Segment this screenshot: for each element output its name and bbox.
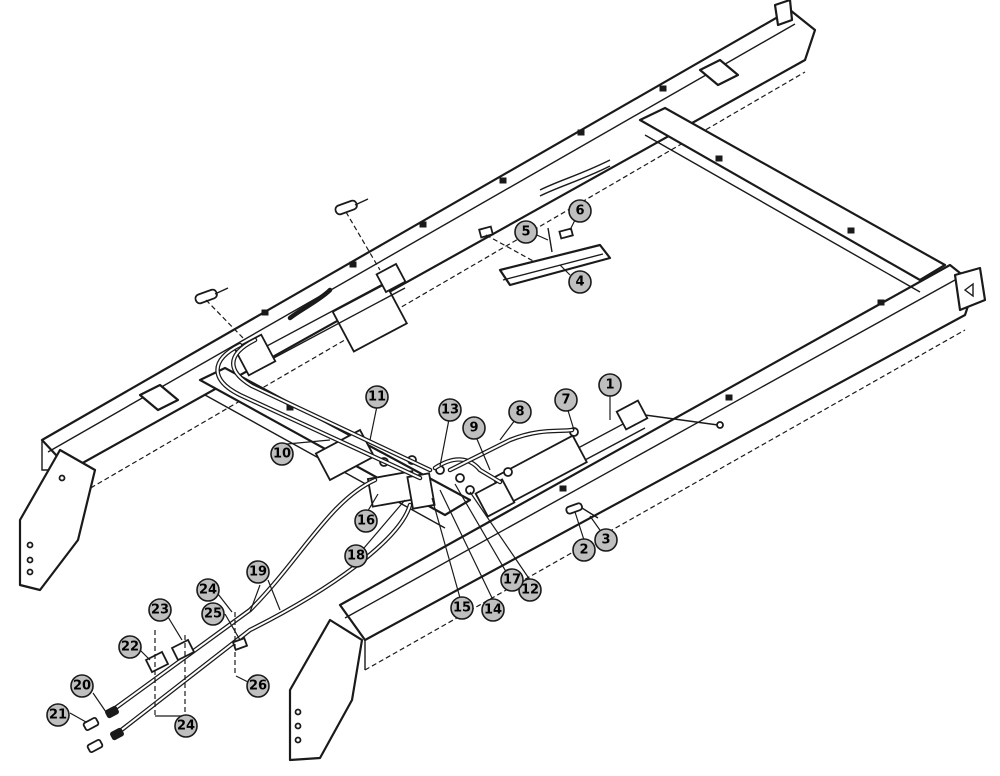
- svg-text:15: 15: [453, 601, 471, 616]
- callout-15: 15: [450, 596, 474, 620]
- svg-text:26: 26: [249, 679, 267, 694]
- svg-text:11: 11: [368, 390, 386, 405]
- svg-text:3: 3: [601, 533, 610, 548]
- callout-19: 19: [246, 560, 270, 584]
- svg-text:5: 5: [521, 225, 530, 240]
- svg-text:22: 22: [121, 640, 139, 655]
- svg-text:10: 10: [273, 447, 291, 462]
- svg-text:23: 23: [151, 603, 169, 618]
- callouts: 1 2 3 4 5 6 7 8 9 10 11 12 13 14 15 16 1…: [46, 199, 622, 738]
- callout-22: 22: [118, 635, 142, 659]
- callout-1: 1: [598, 373, 622, 397]
- svg-text:16: 16: [357, 514, 375, 529]
- callout-6: 6: [568, 199, 592, 223]
- callout-7: 7: [554, 388, 578, 412]
- callout-23: 23: [148, 598, 172, 622]
- hydraulic-hoses: [107, 159, 611, 738]
- channel-bracket: [478, 225, 612, 287]
- svg-text:8: 8: [515, 405, 524, 420]
- callout-21: 21: [46, 703, 70, 727]
- callout-12: 12: [518, 578, 542, 602]
- svg-text:24: 24: [177, 719, 195, 734]
- lower-cylinder: [474, 399, 724, 519]
- svg-text:9: 9: [469, 421, 478, 436]
- svg-text:18: 18: [347, 549, 365, 564]
- callout-24-top: 24: [196, 578, 220, 602]
- callout-11: 11: [365, 385, 389, 409]
- svg-text:21: 21: [49, 708, 67, 723]
- callout-4: 4: [568, 270, 592, 294]
- upper-cylinder: [194, 198, 409, 377]
- callout-5: 5: [514, 220, 538, 244]
- hose-clamps-fittings: [82, 612, 249, 754]
- callout-3: 3: [594, 528, 618, 552]
- svg-text:2: 2: [579, 543, 588, 558]
- callout-24-bottom: 24: [174, 714, 198, 738]
- svg-text:19: 19: [249, 565, 267, 580]
- rail-mounting-tabs: [261, 85, 885, 492]
- svg-text:20: 20: [73, 679, 91, 694]
- callout-14: 14: [481, 598, 505, 622]
- callout-17: 17: [500, 568, 524, 592]
- svg-text:13: 13: [441, 403, 459, 418]
- callout-8: 8: [508, 400, 532, 424]
- svg-text:14: 14: [484, 603, 502, 618]
- svg-text:4: 4: [575, 275, 584, 290]
- callout-25: 25: [201, 602, 225, 626]
- svg-text:1: 1: [605, 378, 614, 393]
- svg-text:12: 12: [521, 583, 539, 598]
- svg-text:24: 24: [199, 583, 217, 598]
- callout-13: 13: [438, 398, 462, 422]
- callout-16: 16: [354, 509, 378, 533]
- callout-10: 10: [270, 442, 294, 466]
- callout-26: 26: [246, 674, 270, 698]
- callout-18: 18: [344, 544, 368, 568]
- svg-text:7: 7: [561, 393, 570, 408]
- right-frame-rail: [288, 263, 987, 762]
- svg-text:17: 17: [503, 573, 521, 588]
- callout-9: 9: [462, 416, 486, 440]
- callout-20: 20: [70, 674, 94, 698]
- svg-text:6: 6: [575, 204, 584, 219]
- callout-2: 2: [572, 538, 596, 562]
- svg-text:25: 25: [204, 607, 222, 622]
